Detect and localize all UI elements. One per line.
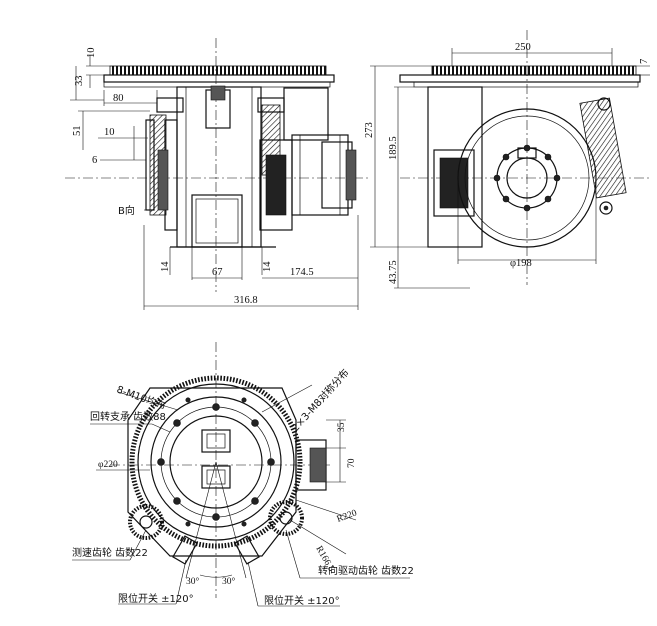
dim-dia-220: φ220 [98,460,118,470]
dim-43-75: 43.75 [388,260,399,284]
front-view: 10 33 80 51 10 6 B向 14 67 14 [65,38,370,310]
dim-6: 6 [92,155,97,166]
steer-gear [268,500,304,536]
ring-bolts [157,397,275,527]
dim-14-left: 14 [160,261,171,272]
dim-273: 273 [364,122,375,138]
inner-window-bottom [201,465,231,489]
slewing-ring-teeth-front [109,65,327,76]
motor-mount [283,87,329,141]
angle-left: 30° [186,576,200,587]
dim-dia-198: φ198 [510,258,532,269]
label-steer-gear: 转向驱动齿轮 齿数22 [318,564,414,577]
label-speed-gear: 测速齿轮 齿数22 [72,546,148,559]
side-gearbox [433,149,475,217]
inner-ring [169,415,263,509]
side-gearbox-core [439,157,469,209]
left-bracket [156,97,184,113]
angle-right: 30° [222,576,236,587]
dim-174-5: 174.5 [290,267,314,278]
speed-gear [128,504,164,540]
top-plate-side [399,74,641,83]
label-slewing-bearing: 回转支承 齿数88 [90,410,166,423]
dim-250: 250 [515,42,531,53]
slewing-bearing-outer [137,383,295,541]
wheel-tread-circle [464,115,590,241]
label-limit-switch-right: 限位开关 ±120° [264,594,340,607]
limit-switch-left-body [172,535,198,565]
drive-motor-front [291,134,349,216]
slewing-bearing-teeth [129,375,303,549]
dim-67: 67 [212,267,223,278]
slewing-bearing-inner [150,396,282,528]
central-housing [176,86,262,248]
drive-wheel-tread [195,198,239,244]
dim-7: 7 [639,59,650,64]
side-view: 250 7 273 189.5 43.75 φ198 [364,30,650,289]
limit-switch-right-body [234,535,260,565]
label-limit-switch-left: 限位开关 ±120° [118,592,194,605]
dim-r220: R220 [336,508,359,525]
dim-316-8: 316.8 [234,295,258,306]
top-plate-lower-side [413,81,639,88]
dim-70: 70 [347,458,357,468]
drive-wheel [191,194,243,248]
inner-window-top [201,429,231,453]
shaft-cap [210,85,226,101]
view-label-b: B向 [118,204,135,217]
slewing-ring-teeth-side [431,65,637,76]
motor-connector [345,149,357,201]
dim-33: 33 [74,76,85,87]
side-spring [579,97,627,199]
left-sensor [157,149,169,211]
bottom-view: 35 70 30° 30° φ220 R220 R166.5 8-M10均布 2… [72,342,414,607]
dim-189-5: 189.5 [388,136,399,160]
dim-51: 51 [72,126,83,137]
dim-10-top: 10 [86,48,97,59]
dim-35: 35 [337,422,347,432]
gearbox-core [265,154,287,216]
dim-80: 80 [113,93,124,104]
mounting-plate-front [103,74,335,83]
dim-10-mid: 10 [104,127,115,138]
dim-14-right: 14 [262,261,273,272]
